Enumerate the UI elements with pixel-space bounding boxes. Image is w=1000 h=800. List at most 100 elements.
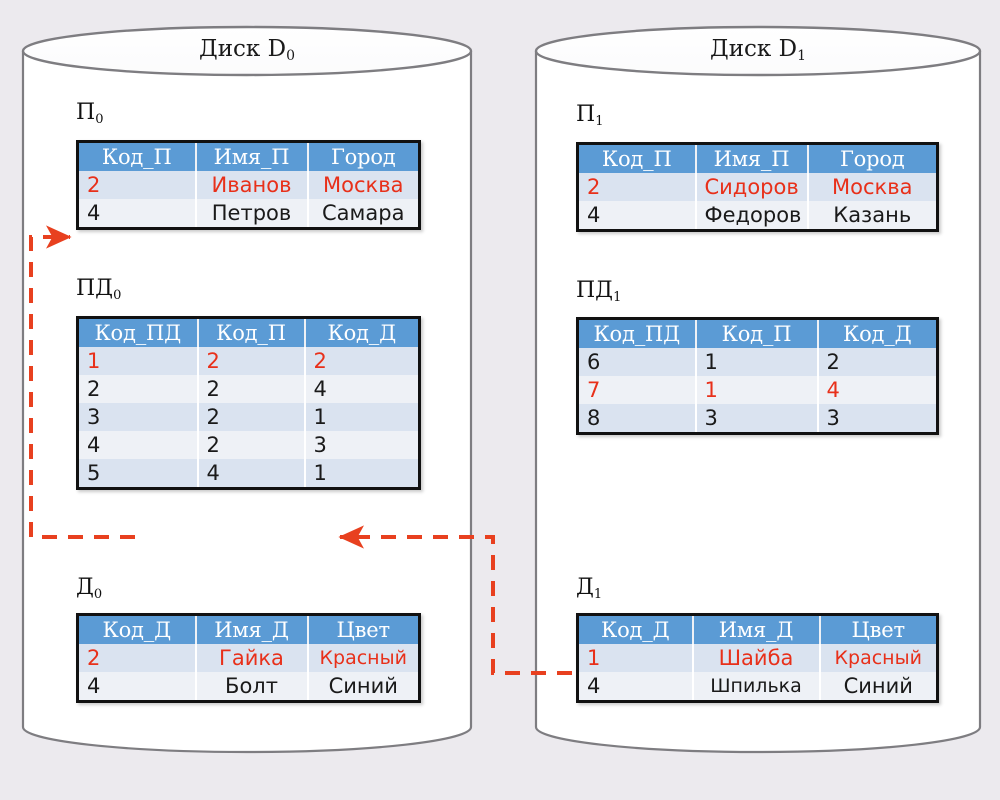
cell: Петров: [195, 199, 309, 229]
table-p0: Код_П Имя_П Город 2 Иванов Москва 4 Петр…: [76, 140, 421, 230]
cell: 8: [577, 404, 697, 434]
table-row: 1 Шайба Красный: [577, 644, 938, 672]
table-d1: Код_Д Имя_Д Цвет 1 Шайба Красный 4 Шпиль…: [576, 613, 939, 703]
column-header: Имя_Д: [692, 614, 821, 644]
table-label-p1-name: П: [576, 102, 596, 127]
table-pd1: Код_ПД Код_П Код_Д 6 1 2 7 1 4 8 3 3: [576, 317, 939, 435]
cell: Казань: [807, 201, 938, 231]
column-header: Город: [807, 143, 938, 173]
column-header: Имя_Д: [195, 614, 309, 644]
table-row: 7 1 4: [577, 376, 938, 404]
table-row: 6 1 2: [577, 348, 938, 376]
cell: Федоров: [695, 201, 809, 231]
cell: 4: [77, 672, 197, 702]
table-row: 4 Болт Синий: [77, 672, 420, 702]
table-label-p0-sub: 0: [95, 112, 104, 127]
cell: 4: [77, 431, 199, 459]
table-header-row: Код_П Имя_П Город: [77, 141, 420, 171]
column-header: Город: [307, 141, 420, 171]
cell: Красный: [307, 644, 420, 672]
cell: 4: [77, 199, 197, 229]
cell: 5: [77, 459, 199, 489]
table-row: 3 2 1: [77, 403, 420, 431]
cell: 2: [77, 375, 199, 403]
cell: Синий: [307, 672, 420, 702]
cell: 2: [577, 173, 697, 201]
column-header: Цвет: [307, 614, 420, 644]
cell: Москва: [807, 173, 938, 201]
cell: Самара: [307, 199, 420, 229]
cell: Москва: [307, 171, 420, 199]
table-row: 4 Федоров Казань: [577, 201, 938, 231]
cell: Болт: [195, 672, 309, 702]
column-header: Код_ПД: [77, 317, 199, 347]
disk-title-text-d1: Диск D: [710, 36, 798, 62]
table-row: 8 3 3: [577, 404, 938, 434]
cell: 6: [577, 348, 697, 376]
column-header: Код_П: [197, 317, 306, 347]
table-row: 4 Петров Самара: [77, 199, 420, 229]
table-header-row: Код_Д Имя_Д Цвет: [77, 614, 420, 644]
table-header-row: Код_П Имя_П Город: [577, 143, 938, 173]
table-d0: Код_Д Имя_Д Цвет 2 Гайка Красный 4 Болт …: [76, 613, 421, 703]
table-label-d0-name: Д: [76, 575, 94, 600]
column-header: Код_Д: [577, 614, 694, 644]
cell: Иванов: [195, 171, 309, 199]
cell: 4: [197, 459, 306, 489]
column-header: Имя_П: [195, 141, 309, 171]
cell: 4: [817, 376, 938, 404]
column-header: Код_Д: [304, 317, 420, 347]
cell: 2: [197, 403, 306, 431]
column-header: Цвет: [819, 614, 938, 644]
disk-title-d1: Диск D1: [535, 36, 981, 64]
cell: 1: [304, 459, 420, 489]
cell: 1: [577, 644, 694, 672]
disk-title-text-d0: Диск D: [199, 36, 287, 62]
column-header: Код_Д: [817, 318, 938, 348]
table-row: 2 2 4: [77, 375, 420, 403]
cell: 4: [577, 672, 694, 702]
table-p1: Код_П Имя_П Город 2 Сидоров Москва 4 Фед…: [576, 142, 939, 232]
cell: 2: [197, 375, 306, 403]
table-label-d1-name: Д: [576, 575, 594, 600]
table-header-row: Код_ПД Код_П Код_Д: [577, 318, 938, 348]
table-row: 1 2 2: [77, 347, 420, 375]
column-header: Код_ПД: [577, 318, 697, 348]
table-row: 2 Иванов Москва: [77, 171, 420, 199]
cell: 2: [817, 348, 938, 376]
cell: 1: [304, 403, 420, 431]
cell: 1: [695, 376, 819, 404]
column-header: Имя_П: [695, 143, 809, 173]
table-row: 2 Гайка Красный: [77, 644, 420, 672]
table-label-pd1-name: ПД: [576, 278, 614, 303]
cell: 4: [304, 375, 420, 403]
table-label-p1-sub: 1: [595, 114, 604, 129]
cell: 7: [577, 376, 697, 404]
table-row: 4 Шпилька Синий: [577, 672, 938, 702]
table-label-d0: Д0: [76, 575, 102, 602]
cell: Сидоров: [695, 173, 809, 201]
cell: 1: [77, 347, 199, 375]
table-label-d1: Д1: [576, 575, 603, 602]
cell: 4: [577, 201, 697, 231]
table-header-row: Код_Д Имя_Д Цвет: [577, 614, 938, 644]
table-row: 2 Сидоров Москва: [577, 173, 938, 201]
cell: Красный: [819, 644, 938, 672]
table-label-p0-name: П: [76, 100, 96, 125]
table-label-pd0-sub: 0: [113, 288, 122, 303]
table-label-d1-sub: 1: [593, 587, 603, 602]
table-label-p0: П0: [76, 100, 104, 127]
table-label-pd1-sub: 1: [613, 290, 622, 305]
table-row: 4 2 3: [77, 431, 420, 459]
cell: Шайба: [692, 644, 821, 672]
table-row: 5 4 1: [77, 459, 420, 489]
cell: 2: [77, 644, 197, 672]
column-header: Код_П: [695, 318, 819, 348]
table-label-pd0-name: ПД: [76, 276, 114, 301]
cell: Гайка: [195, 644, 309, 672]
disk-title-d0: Диск D0: [22, 36, 472, 64]
cell: 2: [304, 347, 420, 375]
cell: 3: [817, 404, 938, 434]
column-header: Код_П: [577, 143, 697, 173]
cell: 2: [197, 431, 306, 459]
